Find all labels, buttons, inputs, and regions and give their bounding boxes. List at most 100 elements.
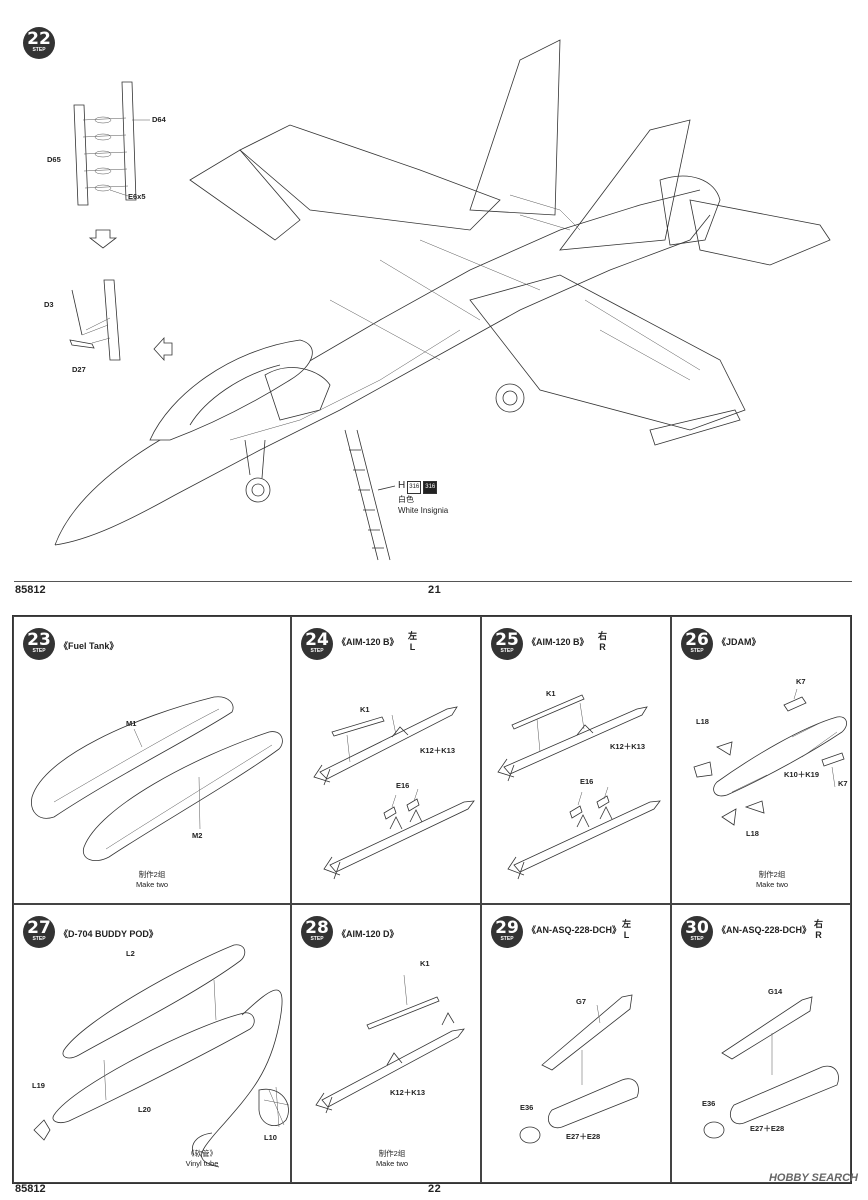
step-26-badge: 26 STEP [680,627,714,661]
step-27-badge: 27 STEP [22,915,56,949]
step-23-badge: 23 STEP [22,627,56,661]
part-label-d27: D27 [72,365,86,374]
make-two-note: 制作2组 Make two [112,870,192,890]
step-number: 23 [27,630,51,650]
part-label-e6x5: E6x5 [128,192,146,201]
part-label-g14: G14 [768,987,783,996]
targeting-pod-right-drawing [703,996,839,1139]
step-28-cell: 28 STEP 《AIM-120 D》 K1 K12＋K13 制作2组 Make… [291,904,481,1183]
side-zh: 右 [814,919,824,929]
step-word: STEP [32,936,46,942]
side-indicator: 右 R [814,919,823,941]
fuel-tank-drawing [31,696,283,861]
part-label-m1: M1 [126,719,137,728]
aim120b-left-drawing [313,706,475,880]
part-label-k1: K1 [546,689,556,698]
step-title: 《AIM-120 B》 [337,637,399,647]
step-word: STEP [690,936,704,942]
step-24-cell: 24 STEP 《AIM-120 B》 左 L [291,616,481,904]
step-badge-icon [681,916,713,948]
part-label-e27-e28: E27＋E28 [566,1132,601,1141]
make-en: Make two [755,880,789,889]
step-number: 24 [305,630,329,650]
make-zh: 制作2组 [378,1149,406,1158]
part-label-l18-top: L18 [696,717,709,726]
side-zh: 左 [622,919,632,929]
part-label-k12-k13: K12＋K13 [390,1088,426,1097]
part-label-k7-top: K7 [796,677,806,686]
step-title: 《AN-ASQ-228-DCH》 [527,925,622,935]
side-indicator: 左 L [622,919,631,941]
step-25-cell: 25 STEP 《AIM-120 B》 右 R [481,616,671,904]
part-label-g7: G7 [576,997,587,1006]
side-en: L [409,642,416,652]
step-27-cell: 27 STEP 《D-704 BUDDY POD》 L2 L19 L20 L10… [13,904,291,1183]
vinyl-tube-note: 《软管》 Vinyl tube [162,1149,242,1169]
step-word: STEP [310,648,324,654]
step-badge-icon [301,628,333,660]
side-en: L [623,930,630,940]
part-label-l19: L19 [32,1081,45,1090]
step-number: 27 [27,918,51,938]
make-en: Make two [375,1159,409,1168]
step-word: STEP [310,936,324,942]
step-word: STEP [500,936,514,942]
ladder-detail-drawing [54,39,831,561]
page-number: 22 [428,1183,442,1195]
make-two-note: 制作2组 Make two [352,1149,432,1169]
insignia-letter: H [398,480,406,491]
part-label-l2: L2 [126,949,135,958]
part-label-e16: E16 [396,781,410,790]
watermark: HOBBY SEARCH [768,1172,858,1184]
step-word: STEP [32,47,46,53]
step-title: 《AIM-120 B》 [527,637,589,647]
buddy-pod-drawing [33,944,290,1168]
make-en: Make two [135,880,169,889]
step-badge-icon [23,27,55,59]
part-label-e36: E36 [702,1099,716,1108]
part-label-l10: L10 [264,1133,277,1142]
step-title: 《JDAM》 [717,637,761,647]
make-zh: 制作2组 [758,870,786,879]
step-29-cell: 29 STEP 《AN-ASQ-228-DCH》 左 L G7 E36 E27＋… [481,904,671,1183]
page-number: 21 [428,584,442,596]
part-label-e27-e28: E27＋E28 [750,1124,785,1133]
side-en: R [815,930,822,940]
insignia-code-a: 316 [407,481,422,494]
side-indicator: 右 R [598,631,607,653]
part-label-k12-k13: K12＋K13 [610,742,646,751]
step-word: STEP [690,648,704,654]
jdam-drawing [693,688,847,826]
side-en: R [599,642,606,652]
part-label-k10-k19: K10＋K19 [784,770,820,779]
side-zh: 左 [408,631,418,641]
step-number: 26 [685,630,709,650]
step-number: 22 [27,29,51,49]
step-word: STEP [32,648,46,654]
part-label-e36: E36 [520,1103,534,1112]
step-28-badge: 28 STEP [300,915,334,949]
step-badge-icon [23,628,55,660]
part-label-d3: D3 [44,300,54,309]
step-grid: 23 STEP 《Fuel Tank》 M1 M2 制作2组 Make two [12,615,852,1184]
side-zh: 右 [598,631,608,641]
step-number: 30 [685,918,709,938]
step-29-badge: 29 STEP [490,915,524,949]
step-number: 28 [305,918,329,938]
targeting-pod-left-drawing [519,994,639,1144]
step-24-badge: 24 STEP [300,627,334,661]
step-title: 《Fuel Tank》 [59,641,119,651]
step-25-badge: 25 STEP [490,627,524,661]
step-word: STEP [500,648,514,654]
insignia-code-b: 316 [423,481,438,494]
step-30-cell: 30 STEP 《AN-ASQ-228-DCH》 右 R G14 E36 E27… [671,904,851,1183]
step-title: 《AN-ASQ-228-DCH》 [717,925,812,935]
aim120b-right-drawing [497,694,661,880]
step-badge-icon [491,916,523,948]
step-badge-icon [23,916,55,948]
step-26-cell: 26 STEP 《JDAM》 K7 L18 K10＋K19 K7 L18 [671,616,851,904]
part-label-k7-right: K7 [838,779,848,788]
step-number: 25 [495,630,519,650]
step-number: 29 [495,918,519,938]
